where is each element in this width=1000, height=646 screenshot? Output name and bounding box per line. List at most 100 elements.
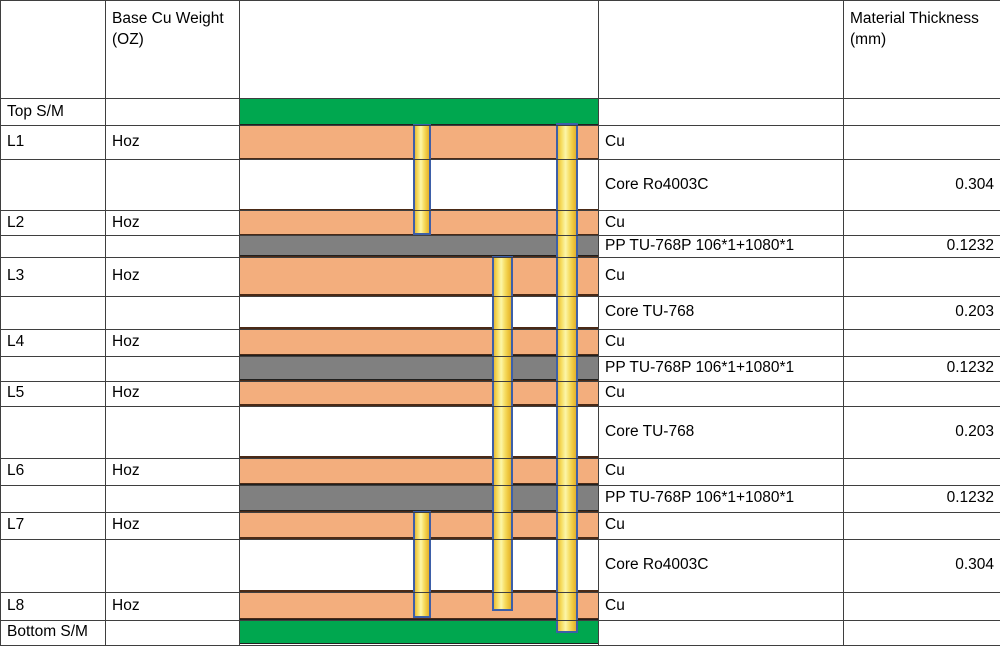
cell-material-thickness [844, 592, 1000, 620]
cell-copper-weight: Hoz [106, 592, 240, 620]
cell-layer-name [1, 356, 106, 381]
cell-material-desc [599, 620, 844, 645]
cell-material-thickness: 0.203 [844, 296, 1000, 329]
cell-stackup-graphic [240, 160, 599, 211]
cell-layer-name [1, 406, 106, 458]
cell-material-thickness [844, 620, 1000, 645]
cell-layer-name: L5 [1, 381, 106, 406]
cell-material-thickness [844, 99, 1000, 126]
cell-material-desc: Cu [599, 458, 844, 485]
cell-layer-name [1, 296, 106, 329]
cell-copper-weight [106, 620, 240, 645]
cell-material-desc: Cu [599, 126, 844, 160]
table-row: Top S/M [1, 99, 1000, 126]
cell-layer-name [1, 539, 106, 592]
cell-copper-weight: Hoz [106, 512, 240, 539]
cell-material-desc [599, 99, 844, 126]
cell-material-desc: Cu [599, 381, 844, 406]
header-thickness-col: Material Thickness (mm) [844, 1, 1000, 99]
cell-copper-weight [106, 539, 240, 592]
cell-material-thickness [844, 512, 1000, 539]
cell-material-thickness: 0.1232 [844, 485, 1000, 512]
cell-material-desc: PP TU-768P 106*1+1080*1 [599, 236, 844, 258]
cell-stackup-graphic [240, 381, 599, 406]
cell-material-thickness: 0.304 [844, 160, 1000, 211]
cell-copper-weight [106, 236, 240, 258]
cell-material-desc: Core TU-768 [599, 406, 844, 458]
cell-stackup-graphic [240, 356, 599, 381]
cell-material-desc: Cu [599, 329, 844, 356]
cell-stackup-graphic [240, 99, 599, 126]
table-header-row: Base Cu Weight (OZ) Material Thickness (… [1, 1, 1000, 99]
cell-copper-weight [106, 296, 240, 329]
cell-stackup-graphic [240, 539, 599, 592]
cell-material-thickness [844, 126, 1000, 160]
cell-copper-weight [106, 160, 240, 211]
cell-material-thickness [844, 381, 1000, 406]
cell-layer-name: L1 [1, 126, 106, 160]
cell-stackup-graphic [240, 211, 599, 236]
cell-stackup-graphic [240, 620, 599, 645]
cell-material-desc: Core Ro4003C [599, 160, 844, 211]
cell-copper-weight: Hoz [106, 211, 240, 236]
cell-material-thickness [844, 211, 1000, 236]
cell-stackup-graphic [240, 257, 599, 296]
cell-material-desc: Core TU-768 [599, 296, 844, 329]
cell-stackup-graphic [240, 329, 599, 356]
cell-layer-name: Top S/M [1, 99, 106, 126]
cell-copper-weight [106, 356, 240, 381]
header-graphic-col [240, 1, 599, 99]
header-weight-col: Base Cu Weight (OZ) [106, 1, 240, 99]
cell-stackup-graphic [240, 126, 599, 160]
cell-material-thickness [844, 458, 1000, 485]
cell-stackup-graphic [240, 512, 599, 539]
cell-material-desc: Cu [599, 257, 844, 296]
cell-layer-name: L2 [1, 211, 106, 236]
cell-copper-weight: Hoz [106, 329, 240, 356]
cell-material-thickness: 0.203 [844, 406, 1000, 458]
cell-layer-name [1, 236, 106, 258]
cell-copper-weight [106, 99, 240, 126]
cell-copper-weight: Hoz [106, 257, 240, 296]
cell-layer-name: L6 [1, 458, 106, 485]
cell-layer-name [1, 485, 106, 512]
cell-stackup-graphic [240, 406, 599, 458]
cell-stackup-graphic [240, 592, 599, 620]
cell-copper-weight: Hoz [106, 126, 240, 160]
cell-material-thickness: 0.304 [844, 539, 1000, 592]
cell-material-desc: Cu [599, 211, 844, 236]
cell-stackup-graphic [240, 458, 599, 485]
header-layer-col [1, 1, 106, 99]
header-desc-col [599, 1, 844, 99]
cell-material-thickness [844, 257, 1000, 296]
cell-copper-weight: Hoz [106, 458, 240, 485]
cell-stackup-graphic [240, 296, 599, 329]
table-row: Bottom S/M [1, 620, 1000, 645]
cell-copper-weight [106, 406, 240, 458]
cell-material-desc: Core Ro4003C [599, 539, 844, 592]
cell-material-desc: PP TU-768P 106*1+1080*1 [599, 356, 844, 381]
cell-copper-weight: Hoz [106, 381, 240, 406]
cell-material-thickness [844, 329, 1000, 356]
cell-layer-name: Bottom S/M [1, 620, 106, 645]
cell-material-thickness: 0.1232 [844, 236, 1000, 258]
cell-material-desc: Cu [599, 592, 844, 620]
cell-material-desc: Cu [599, 512, 844, 539]
cell-layer-name: L8 [1, 592, 106, 620]
